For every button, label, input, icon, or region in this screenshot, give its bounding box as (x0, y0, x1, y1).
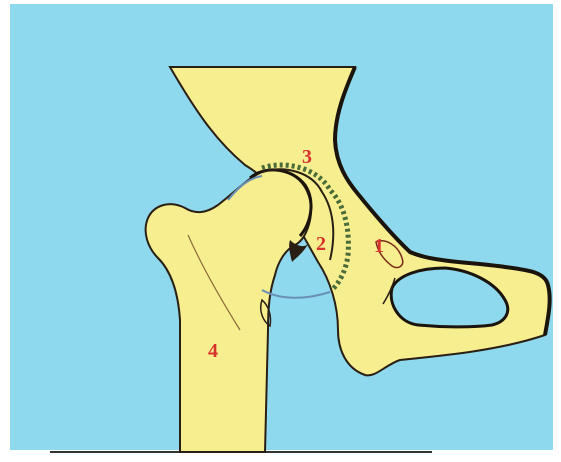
label-2: 2 (316, 233, 326, 255)
label-3: 3 (302, 146, 312, 168)
scan-border-right (553, 0, 561, 462)
label-4: 4 (208, 340, 218, 362)
scan-border-left (0, 0, 10, 462)
label-1: 1 (374, 235, 384, 257)
